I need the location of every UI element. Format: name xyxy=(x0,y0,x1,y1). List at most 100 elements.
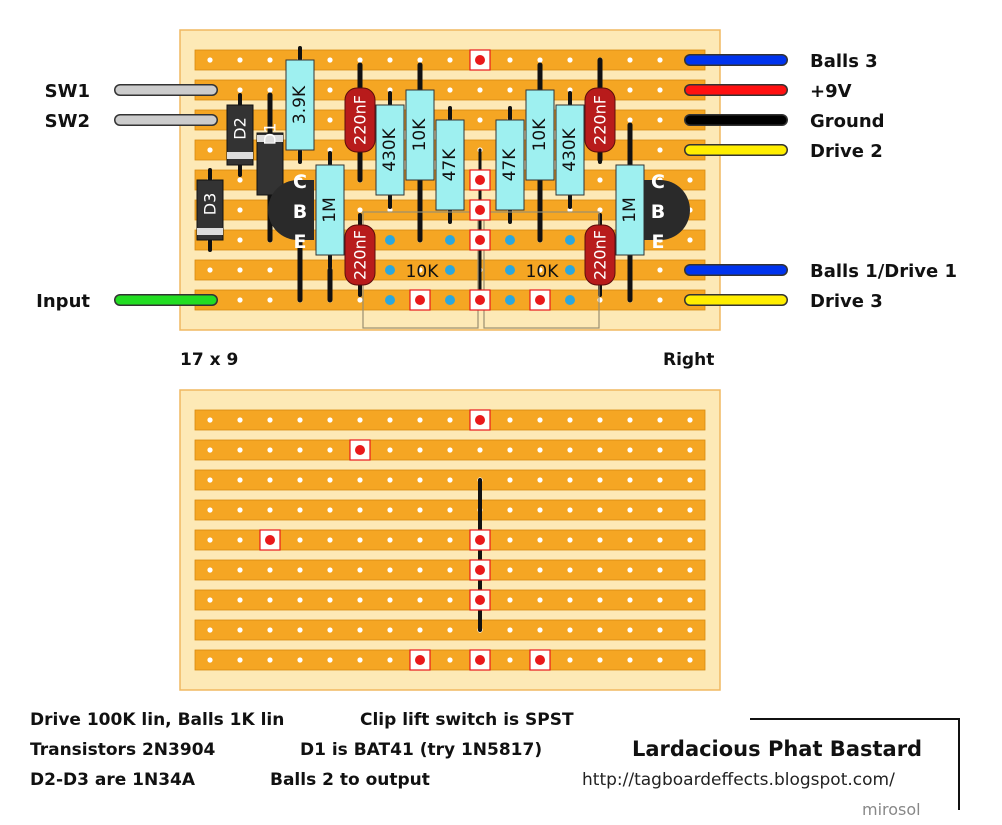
strip-hole xyxy=(627,117,633,123)
resistor-body xyxy=(495,119,525,211)
diode-label: D3 xyxy=(201,193,220,216)
board-orientation-label: Right xyxy=(663,350,715,370)
strip-hole xyxy=(357,477,363,483)
pot-pin xyxy=(565,265,575,275)
resistor-body xyxy=(615,164,645,256)
resistor-body xyxy=(525,89,555,181)
transistor-pin-label: B xyxy=(651,201,665,223)
diode-label: D1 xyxy=(261,123,280,146)
strip-hole xyxy=(537,537,543,543)
resistor-value: 430K xyxy=(560,127,580,171)
strip-hole xyxy=(357,417,363,423)
strip-hole xyxy=(237,267,243,273)
strip-hole xyxy=(627,537,633,543)
strip-hole xyxy=(237,207,243,213)
left-wire-label: SW2 xyxy=(45,111,90,132)
strip-hole xyxy=(627,87,633,93)
strip-hole xyxy=(387,567,393,573)
strip-hole xyxy=(597,297,603,303)
project-title: Lardacious Phat Bastard xyxy=(632,737,923,761)
strip-hole xyxy=(687,597,693,603)
capacitor-body xyxy=(344,87,376,153)
strip-hole xyxy=(357,57,363,63)
strip-hole xyxy=(627,567,633,573)
strip-hole xyxy=(687,567,693,573)
strip-hole xyxy=(507,57,513,63)
strip-hole xyxy=(237,237,243,243)
strip-hole xyxy=(327,87,333,93)
strip-hole xyxy=(297,417,303,423)
strip-hole xyxy=(597,657,603,663)
pot-pin xyxy=(385,265,395,275)
strip-hole xyxy=(267,477,273,483)
title-frame-right xyxy=(958,718,960,810)
strip-hole xyxy=(657,87,663,93)
strip-hole xyxy=(447,87,453,93)
track-cut-dot xyxy=(475,565,485,575)
strip-hole xyxy=(387,447,393,453)
track-cut-dot xyxy=(475,175,485,185)
strip-hole xyxy=(417,417,423,423)
strip-hole xyxy=(357,537,363,543)
strip-hole xyxy=(507,87,513,93)
strip-hole xyxy=(447,657,453,663)
strip-hole xyxy=(687,237,693,243)
strip-hole xyxy=(207,447,213,453)
strip-hole xyxy=(597,597,603,603)
strip-hole xyxy=(687,507,693,513)
strip-hole xyxy=(687,627,693,633)
strip-hole xyxy=(357,297,363,303)
track-cuts-layer xyxy=(259,49,551,671)
strip-hole xyxy=(687,417,693,423)
transistor-pin-label: E xyxy=(294,231,307,253)
right-wire-label: Ground xyxy=(810,111,885,132)
capacitor-value: 220nF xyxy=(351,230,370,280)
strip-hole xyxy=(297,657,303,663)
strip-hole xyxy=(507,597,513,603)
strip-hole xyxy=(417,477,423,483)
strip-hole xyxy=(447,597,453,603)
strip-hole xyxy=(237,87,243,93)
resistor-value: 1M xyxy=(620,197,640,222)
strip-hole xyxy=(507,477,513,483)
strip-hole xyxy=(627,657,633,663)
pot-pin xyxy=(565,235,575,245)
strip-hole xyxy=(657,297,663,303)
strip-hole xyxy=(627,477,633,483)
strip-hole xyxy=(627,597,633,603)
strip-hole xyxy=(627,417,633,423)
strip-hole xyxy=(627,627,633,633)
strip-hole xyxy=(447,627,453,633)
track-cut-dot xyxy=(355,445,365,455)
strip-hole xyxy=(267,267,273,273)
strip-hole xyxy=(477,117,483,123)
board-size-label: 17 x 9 xyxy=(180,350,239,370)
strip-hole xyxy=(447,507,453,513)
diode-body xyxy=(256,132,284,196)
track-cut-dot xyxy=(535,655,545,665)
resistor-value: 47K xyxy=(440,148,460,182)
strip-hole xyxy=(447,477,453,483)
strip-hole xyxy=(207,567,213,573)
strip-hole xyxy=(627,57,633,63)
transistor-body xyxy=(644,180,690,240)
strip-hole xyxy=(207,477,213,483)
strip-hole xyxy=(507,507,513,513)
strip-hole xyxy=(207,627,213,633)
strip-hole xyxy=(657,417,663,423)
strip-hole xyxy=(237,567,243,573)
strip-hole xyxy=(387,87,393,93)
strip-hole xyxy=(417,267,423,273)
strip-hole xyxy=(327,507,333,513)
strip-hole xyxy=(507,627,513,633)
strip-hole xyxy=(267,507,273,513)
strip-hole xyxy=(267,297,273,303)
resistor-body xyxy=(315,164,345,256)
strip-hole xyxy=(387,657,393,663)
strip-hole xyxy=(267,87,273,93)
strip-hole xyxy=(447,567,453,573)
strip-hole xyxy=(687,537,693,543)
strip-hole xyxy=(597,177,603,183)
diode-band xyxy=(257,135,283,142)
